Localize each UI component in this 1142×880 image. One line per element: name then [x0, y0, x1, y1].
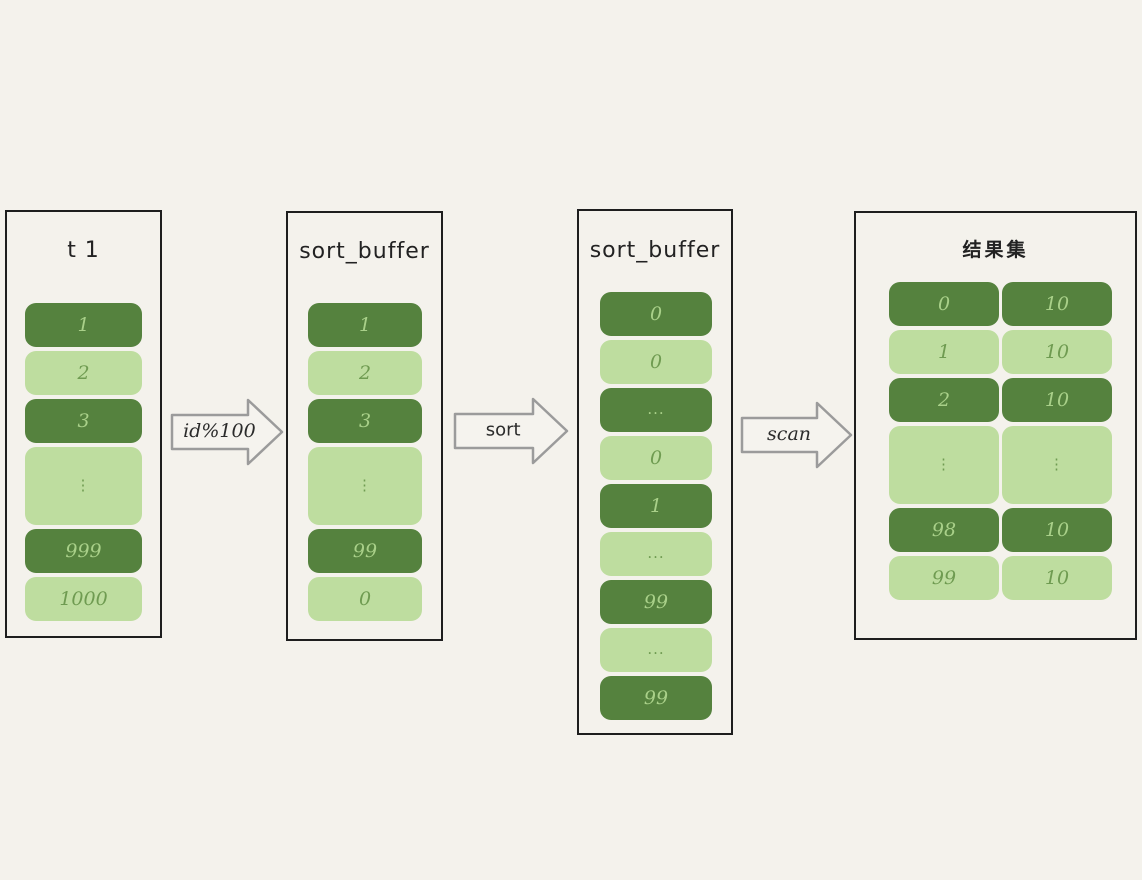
panel-result-title: 结果集 [962, 239, 1029, 261]
table-row: 99 [308, 529, 422, 573]
table-row: 98 10 [889, 508, 1112, 552]
table-row: 2 [308, 351, 422, 395]
ellipsis-row: ⋮ [25, 447, 142, 525]
panel-sort-buffer-unsorted: sort_buffer 1 2 3 ⋮ 99 0 [286, 211, 443, 641]
ellipsis-row: ⋮ [308, 447, 422, 525]
arrow-id-mod-100: id%100 [170, 397, 285, 467]
arrow-label: sort [485, 419, 521, 441]
table-row: 0 [600, 436, 712, 480]
t1-cell-stack: 1 2 3 ⋮ 999 1000 [25, 303, 142, 621]
ellipsis-row: ... [600, 388, 712, 432]
result-cell-count: ⋮ [1002, 426, 1112, 504]
table-row: 0 [308, 577, 422, 621]
arrow-label: id%100 [183, 420, 256, 443]
right-arrow-icon [453, 397, 569, 465]
result-cell-count: 10 [1002, 378, 1112, 422]
arrow-label: scan [767, 423, 812, 446]
right-arrow-icon [740, 401, 853, 469]
result-cell-count: 10 [1002, 330, 1112, 374]
arrow-scan: scan [740, 400, 854, 470]
table-row: 1000 [25, 577, 142, 621]
panel-t1-title: t 1 [67, 238, 100, 263]
table-row: 0 10 [889, 282, 1112, 326]
table-row: 1 [308, 303, 422, 347]
panel-result-set: 结果集 0 10 1 10 2 10 ⋮ ⋮ 98 10 9 [854, 211, 1137, 640]
table-row: 999 [25, 529, 142, 573]
table-row: 99 [600, 580, 712, 624]
result-cell-key: 99 [889, 556, 999, 600]
sort-buffer-cell-stack: 1 2 3 ⋮ 99 0 [308, 303, 422, 621]
panel-sort-buffer-title: sort_buffer [299, 239, 430, 264]
table-row: 99 10 [889, 556, 1112, 600]
result-cell-key: ⋮ [889, 426, 999, 504]
table-row: 0 [600, 292, 712, 336]
sorted-cell-stack: 0 0 ... 0 1 ... 99 ... 99 [600, 292, 712, 720]
table-row: 1 [600, 484, 712, 528]
table-row: 2 10 [889, 378, 1112, 422]
right-arrow-icon [170, 398, 284, 466]
panel-t1: t 1 1 2 3 ⋮ 999 1000 [5, 210, 162, 638]
ellipsis-row: ⋮ ⋮ [889, 426, 1112, 504]
result-cell-count: 10 [1002, 508, 1112, 552]
result-cell-count: 10 [1002, 556, 1112, 600]
result-cell-key: 2 [889, 378, 999, 422]
table-row: 0 [600, 340, 712, 384]
panel-sort-buffer-sorted: sort_buffer 0 0 ... 0 1 ... 99 ... 99 [577, 209, 733, 735]
table-row: 1 [25, 303, 142, 347]
result-cell-key: 98 [889, 508, 999, 552]
table-row: 1 10 [889, 330, 1112, 374]
panel-sort-buffer-title: sort_buffer [589, 238, 721, 263]
arrow-sort: sort [453, 396, 570, 466]
result-row-stack: 0 10 1 10 2 10 ⋮ ⋮ 98 10 99 10 [889, 282, 1112, 600]
result-cell-key: 0 [889, 282, 999, 326]
ellipsis-row: ... [600, 532, 712, 576]
ellipsis-row: ... [600, 628, 712, 672]
result-cell-count: 10 [1002, 282, 1112, 326]
table-row: 2 [25, 351, 142, 395]
table-row: 99 [600, 676, 712, 720]
result-cell-key: 1 [889, 330, 999, 374]
table-row: 3 [25, 399, 142, 443]
table-row: 3 [308, 399, 422, 443]
